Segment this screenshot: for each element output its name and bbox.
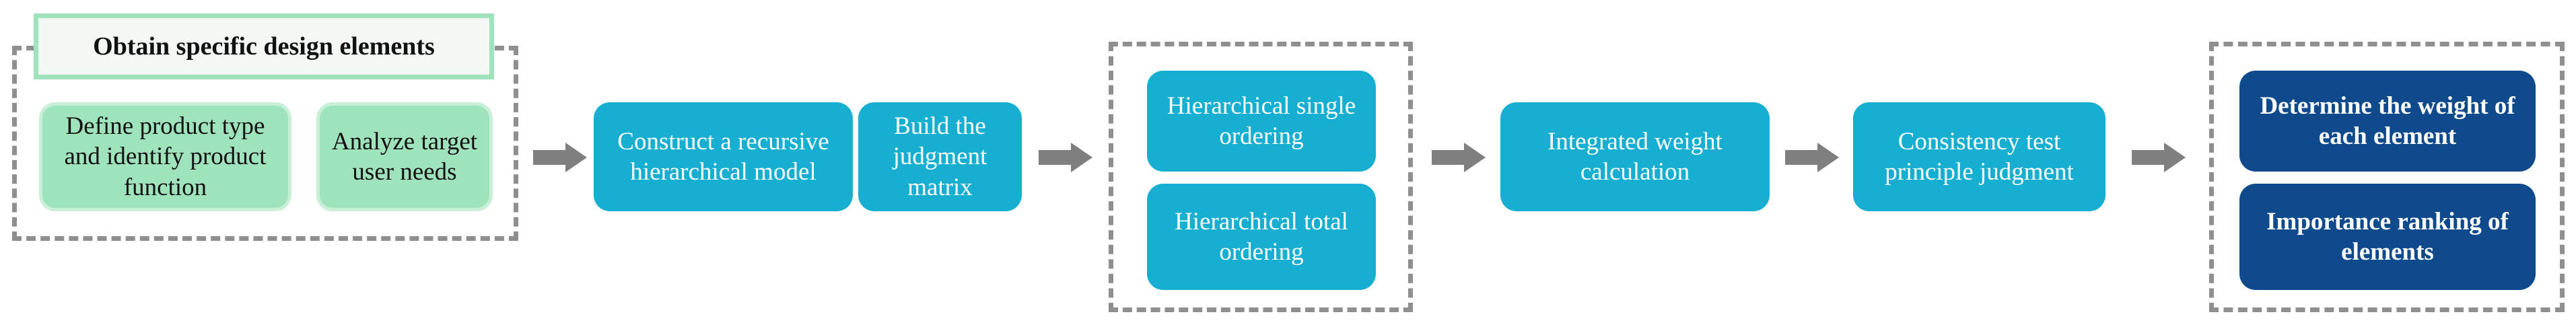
group-title: Obtain specific design elements (34, 13, 494, 79)
arrow-right-icon (2132, 143, 2186, 172)
step-construct-model: Construct a recursive hierarchical model (594, 102, 853, 211)
arrow-right-icon (1785, 143, 1839, 172)
step-consistency-test: Consistency test principle judgment (1853, 102, 2105, 211)
group-weight-results (2209, 42, 2565, 312)
step-determine-weight: Determine the weight of each element (2239, 71, 2536, 172)
step-define-product: Define product type and identify product… (39, 102, 291, 211)
step-analyze-needs: Analyze target user needs (316, 102, 493, 211)
group-hierarchical-ordering (1109, 42, 1413, 312)
arrow-right-icon (1432, 143, 1486, 172)
step-total-ordering: Hierarchical total ordering (1147, 184, 1376, 290)
arrow-right-icon (1039, 143, 1092, 172)
step-build-matrix: Build the judgment matrix (858, 102, 1022, 211)
step-integrated-weight: Integrated weight calculation (1500, 102, 1770, 211)
step-importance-ranking: Importance ranking of elements (2239, 184, 2536, 290)
arrow-right-icon (533, 143, 587, 172)
step-single-ordering: Hierarchical single ordering (1147, 71, 1376, 172)
